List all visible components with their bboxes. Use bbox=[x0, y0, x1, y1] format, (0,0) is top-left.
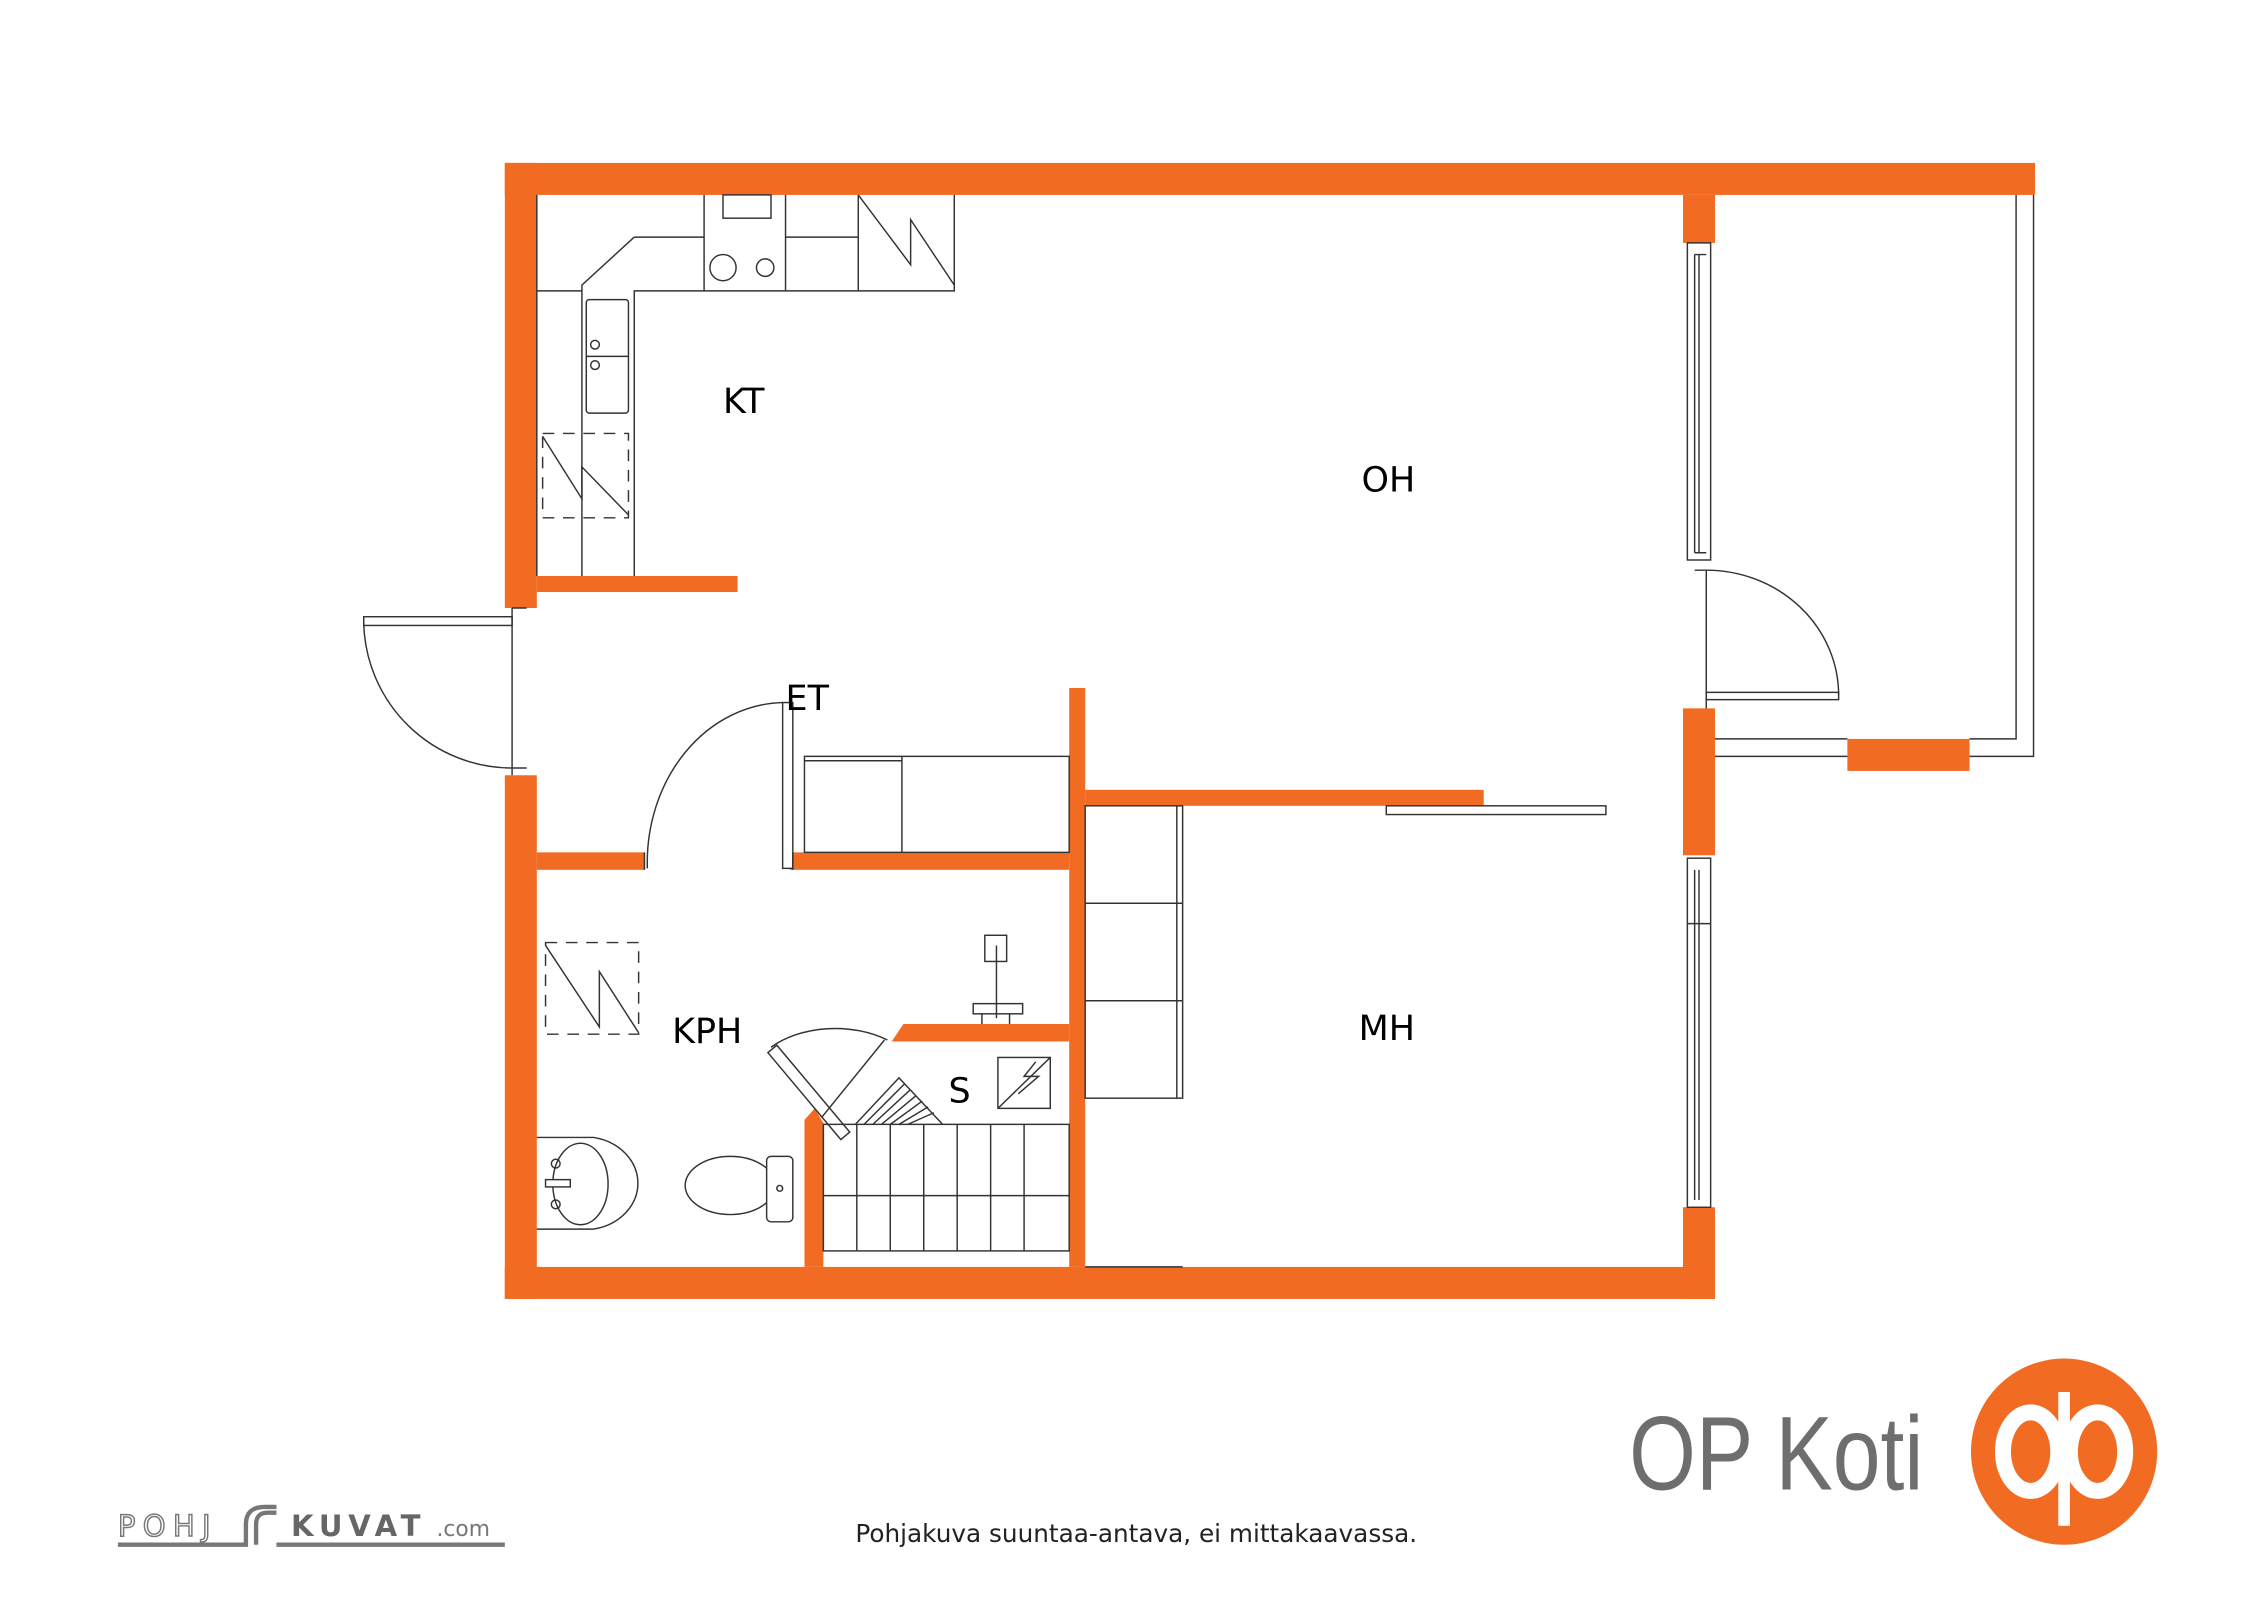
room-label-living: OH bbox=[1362, 461, 1416, 501]
room-label-kitchen: KT bbox=[723, 382, 765, 422]
walls bbox=[504, 162, 2036, 1299]
windows-and-balcony bbox=[1686, 194, 2035, 1208]
bathroom-fixtures bbox=[536, 934, 1024, 1230]
room-label-sauna: S bbox=[948, 1072, 970, 1112]
hall-fixtures bbox=[643, 701, 1070, 870]
room-label-bathroom: KPH bbox=[672, 1012, 742, 1052]
pohjakuvat-logo-suffix: .com bbox=[436, 1517, 489, 1542]
kitchen-fixtures bbox=[536, 194, 956, 576]
pohjakuvat-logo: POHJ KUVAT .com bbox=[117, 1504, 505, 1547]
brand-name: OP Koti bbox=[1629, 1395, 1923, 1512]
disclaimer-text: Pohjakuva suuntaa-antava, ei mittakaavas… bbox=[855, 1519, 1417, 1548]
entrance-door bbox=[362, 607, 527, 776]
bedroom-fixtures bbox=[1084, 805, 1607, 1268]
room-label-bedroom: MH bbox=[1359, 1009, 1415, 1049]
pohjakuvat-logo-left: POHJ bbox=[118, 1509, 218, 1543]
sauna-fixtures bbox=[822, 1056, 1070, 1252]
room-label-entrance: ET bbox=[786, 679, 830, 719]
op-logo-icon bbox=[1971, 1358, 2158, 1545]
pohjakuvat-logo-right: KUVAT bbox=[291, 1509, 426, 1543]
